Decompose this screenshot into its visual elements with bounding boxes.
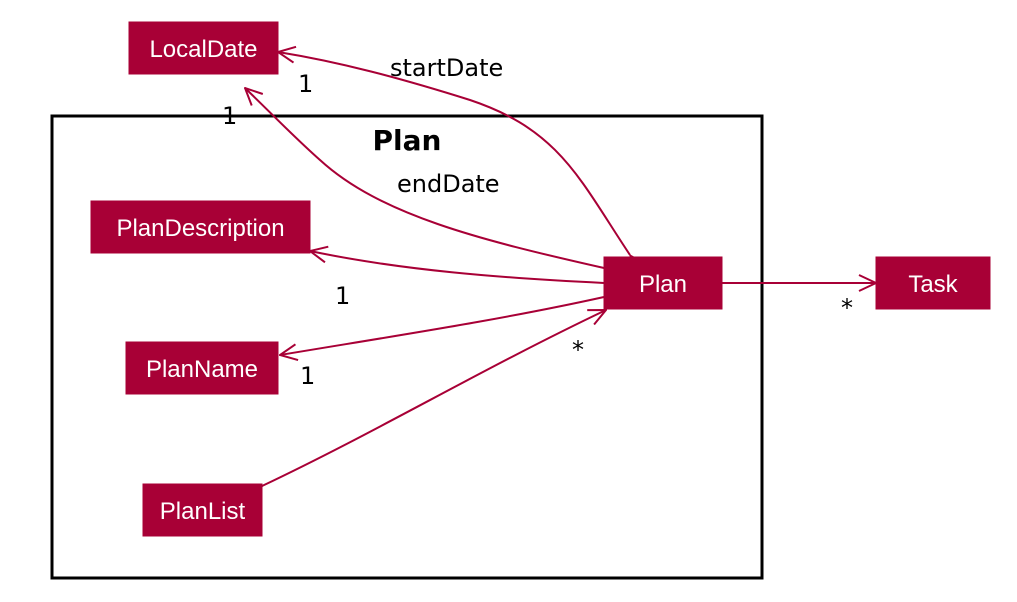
class-plandescription[interactable]: PlanDescription	[90, 200, 311, 254]
edge-plan-name	[280, 297, 604, 355]
label-startdate-role: startDate	[390, 54, 503, 82]
class-plan-label: Plan	[639, 271, 687, 298]
class-plan[interactable]: Plan	[603, 256, 723, 310]
label-description-multiplicity: 1	[335, 282, 350, 310]
label-name-multiplicity: 1	[300, 362, 315, 390]
class-localdate-label: LocalDate	[149, 36, 257, 63]
class-task-label: Task	[908, 271, 958, 298]
class-planname[interactable]: PlanName	[125, 341, 279, 395]
label-planlist-multiplicity: *	[572, 336, 584, 364]
class-planname-label: PlanName	[146, 356, 258, 383]
class-task[interactable]: Task	[875, 256, 991, 310]
class-planlist[interactable]: PlanList	[142, 483, 263, 537]
edge-plan-description	[310, 251, 604, 283]
label-enddate-role: endDate	[397, 170, 500, 198]
edge-plan-startdate	[278, 52, 630, 255]
edge-planlist-plan	[262, 310, 606, 486]
class-planlist-label: PlanList	[160, 498, 246, 525]
label-startdate-multiplicity: 1	[298, 70, 313, 98]
class-plandescription-label: PlanDescription	[116, 215, 284, 242]
label-enddate-multiplicity: 1	[222, 102, 237, 130]
package-title: Plan	[373, 124, 442, 157]
label-task-multiplicity: *	[841, 294, 853, 322]
class-localdate[interactable]: LocalDate	[128, 21, 279, 75]
